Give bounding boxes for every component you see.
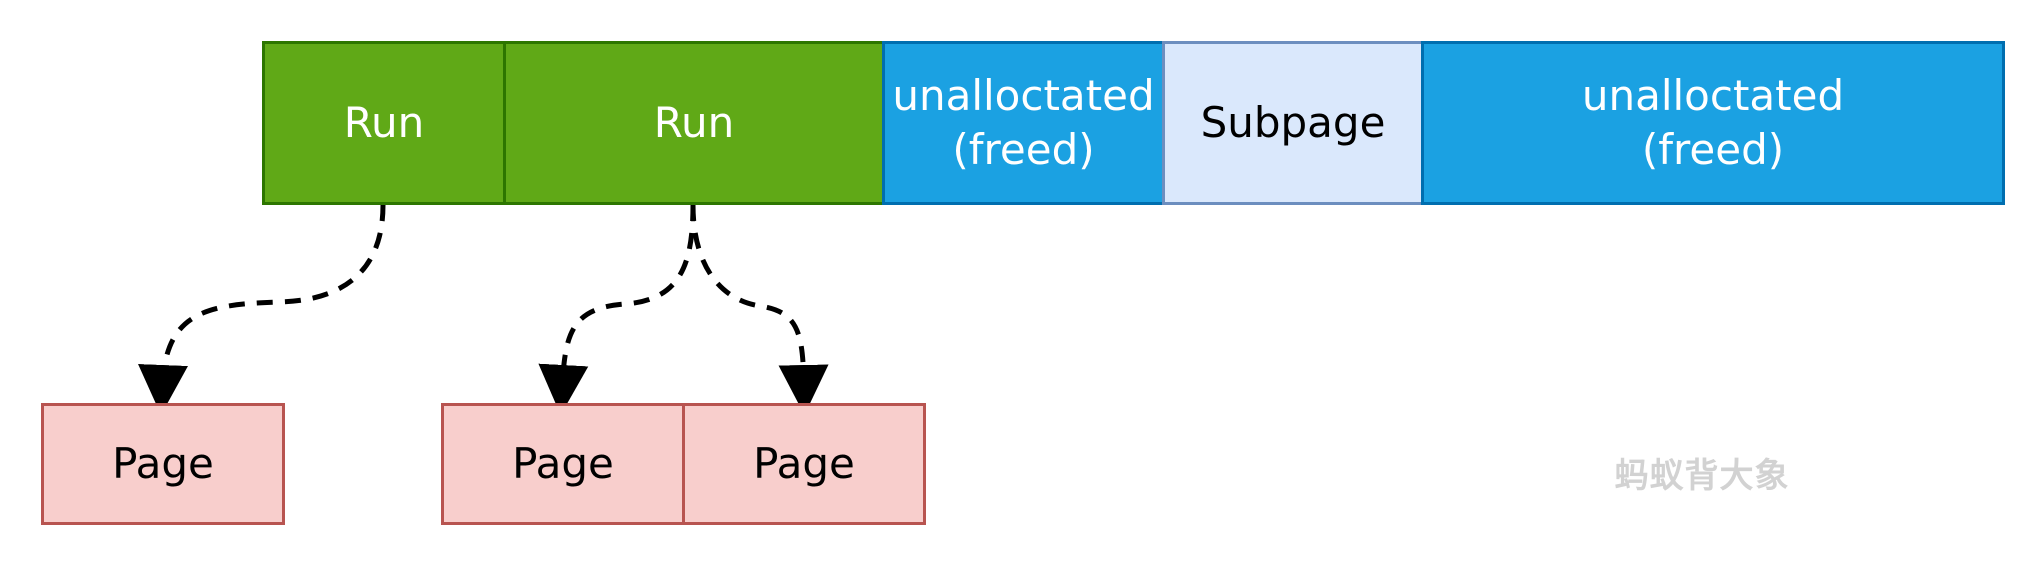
page-block-3: Page <box>682 403 926 525</box>
page-block-2: Page <box>441 403 685 525</box>
page-block-1: Page <box>41 403 285 525</box>
subpage-block: Subpage <box>1162 41 1424 205</box>
run-block-1: Run <box>262 41 506 205</box>
arrow-run1-to-page1 <box>138 204 386 415</box>
run-block-2: Run <box>503 41 885 205</box>
unallocated-freed-block-2: unalloctated (freed) <box>1421 41 2005 205</box>
arrow-run2-to-page2 <box>538 204 696 415</box>
arrow-run2-to-page3 <box>690 204 829 415</box>
unallocated-freed-block-1: unalloctated (freed) <box>882 41 1165 205</box>
watermark-text: 蚂蚁背大象 <box>1614 456 1790 496</box>
